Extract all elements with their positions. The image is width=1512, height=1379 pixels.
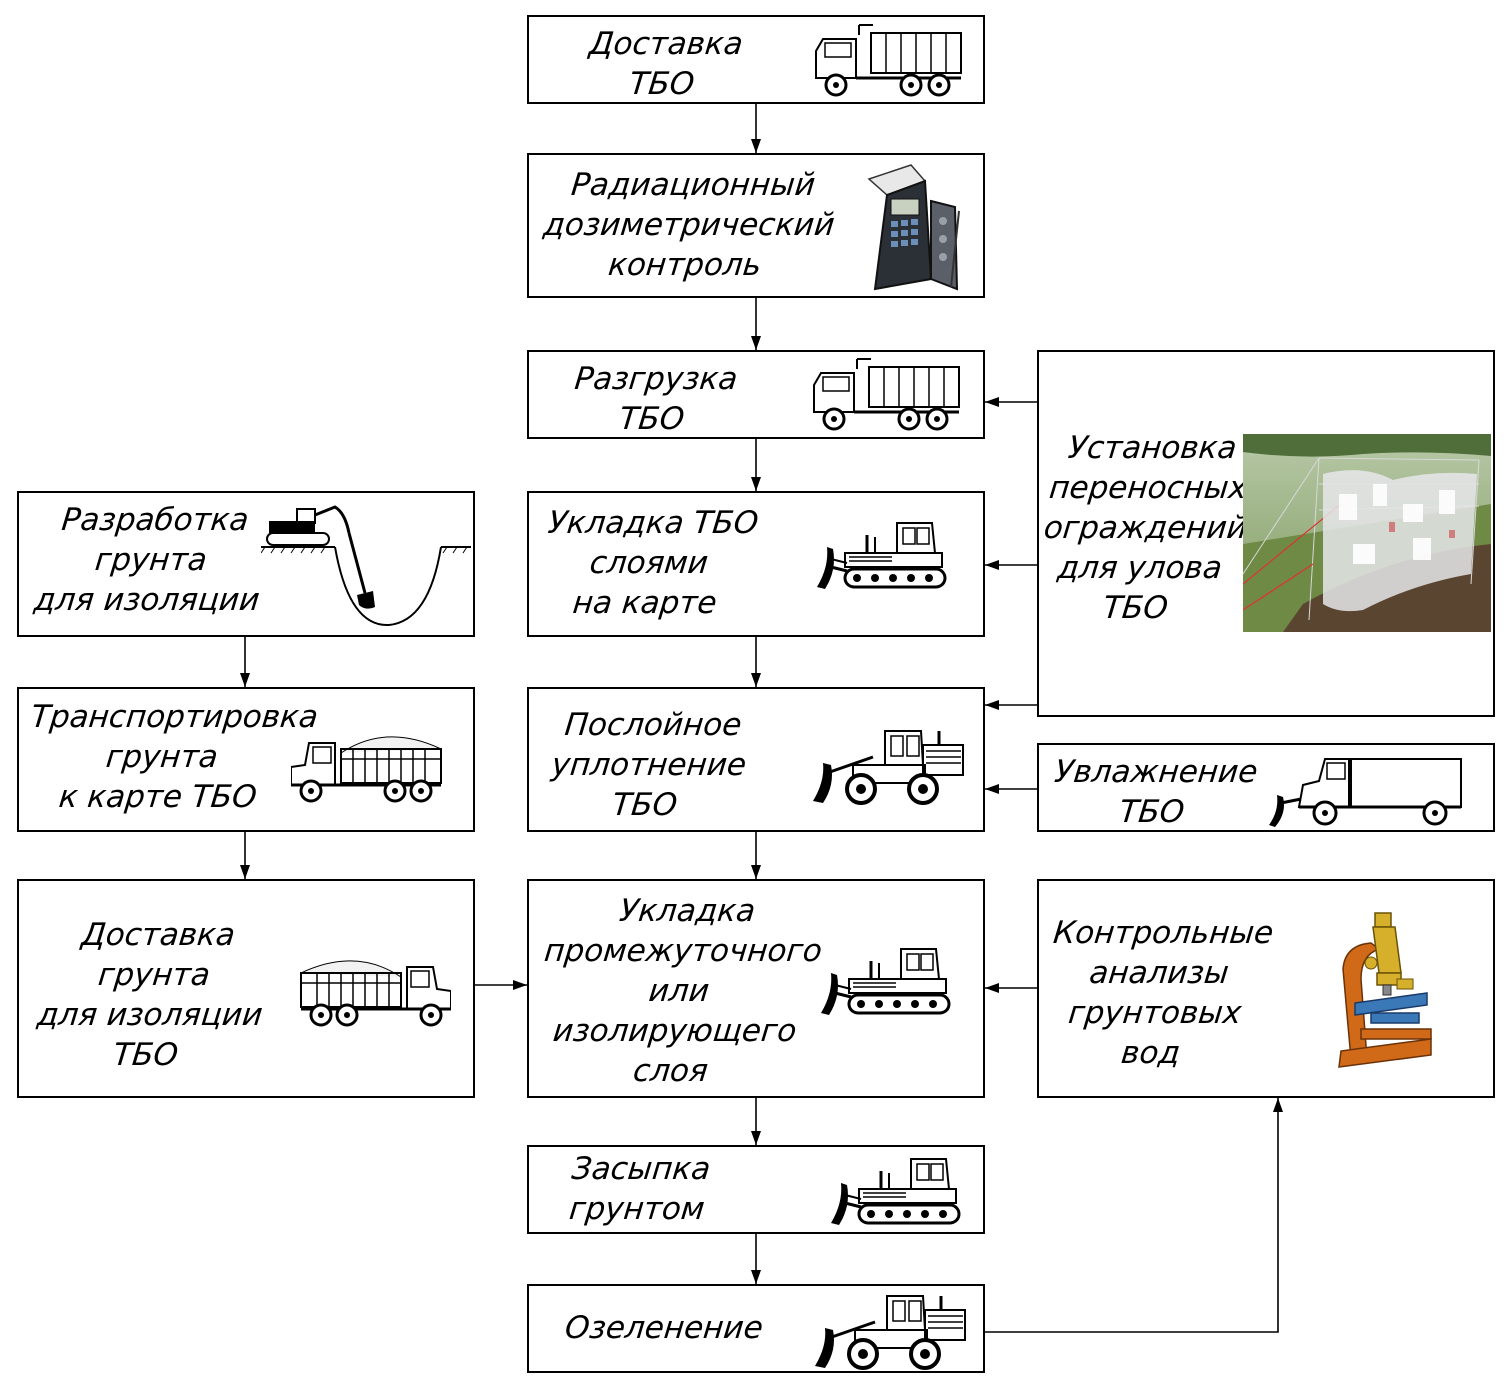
node-label: Укладка ТБО слоями на карте: [546, 505, 761, 621]
node-label: Озеленение: [563, 1310, 765, 1346]
node-label: Доставка ТБО: [587, 26, 745, 102]
node-portable-fences: Установка переносных ограждений для улов…: [1037, 350, 1495, 717]
node-moistening: Увлажнение ТБО: [1037, 743, 1495, 832]
node-label: Увлажнение ТБО: [1052, 754, 1260, 830]
node-unloading-msw: Разгрузка ТБО: [527, 350, 985, 439]
node-label: Радиационный дозиметрический контроль: [541, 167, 837, 283]
node-radiation-control: Радиационный дозиметрический контроль: [527, 153, 985, 298]
bulldozer-icon: [831, 1157, 961, 1227]
node-label: Установка переносных ограждений для улов…: [1042, 430, 1249, 626]
loaded-truck-icon: [291, 735, 443, 803]
bulldozer-icon: [817, 521, 947, 591]
microscope-icon: [1338, 912, 1432, 1068]
node-label: Контрольные анализы грунтовых вод: [1051, 915, 1276, 1071]
node-backfill: Засыпка грунтом: [527, 1145, 985, 1234]
node-label: Доставка грунта для изоляции ТБО: [35, 917, 265, 1073]
litter-fence-photo: [1243, 434, 1491, 632]
node-delivery-msw: Доставка ТБО: [527, 15, 985, 104]
wheel-loader-icon: [813, 729, 965, 805]
node-label: Засыпка грунтом: [567, 1151, 713, 1227]
water-truck-icon: [1269, 758, 1462, 827]
node-soil-transport: Транспортировка грунта к карте ТБО: [17, 687, 475, 832]
node-label: Послойное уплотнение ТБО: [549, 707, 749, 823]
wheel-loader-icon: [815, 1294, 967, 1370]
node-label: Разработка грунта для изоляции: [32, 502, 262, 618]
dosimeter-icon: [867, 164, 960, 291]
node-soil-delivery: Доставка грунта для изоляции ТБО: [17, 879, 475, 1098]
excavator-icon: [261, 505, 471, 627]
node-label: Транспортировка грунта к карте ТБО: [29, 699, 320, 815]
node-soil-excavation: Разработка грунта для изоляции: [17, 491, 475, 637]
dump-truck-icon: [812, 357, 961, 431]
node-groundwater-analysis: Контрольные анализы грунтовых вод: [1037, 879, 1495, 1098]
loaded-truck-icon: [299, 959, 451, 1027]
node-label: Укладка промежуточного или изолирующего …: [542, 893, 824, 1089]
dump-truck-icon: [814, 23, 963, 97]
node-layering-msw: Укладка ТБО слоями на карте: [527, 491, 985, 637]
node-greening: Озеленение: [527, 1284, 985, 1373]
bulldozer-icon: [821, 947, 951, 1017]
node-intermediate-layer: Укладка промежуточного или изолирующего …: [527, 879, 985, 1098]
node-label: Разгрузка ТБО: [572, 361, 740, 437]
node-compaction-msw: Послойное уплотнение ТБО: [527, 687, 985, 832]
edge-greening-to-analysis: [985, 1098, 1283, 1333]
